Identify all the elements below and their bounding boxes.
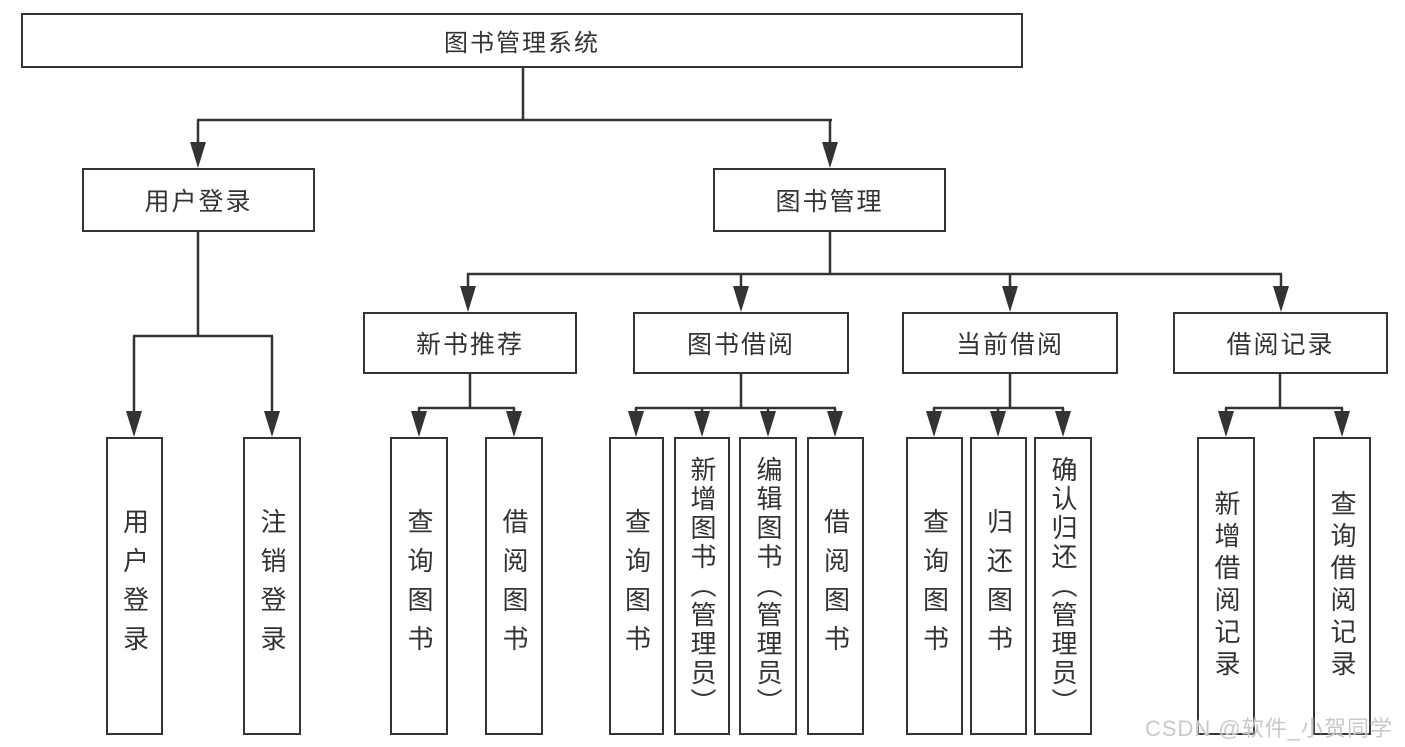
leaf-add-borrow-record: 新增借阅记录 [1197, 437, 1255, 735]
leaf-label: 确认归还（管理员） [1048, 455, 1078, 717]
leaf-label: 注销登录 [257, 508, 287, 664]
leaf-logout: 注销登录 [243, 437, 301, 735]
leaf-query-books-current: 查询图书 [906, 437, 963, 735]
leaf-return-books: 归还图书 [970, 437, 1027, 735]
node-book-management-label: 图书管理 [775, 188, 884, 216]
node-new-book-recommend-label: 新书推荐 [415, 331, 524, 359]
leaf-query-books-borrow: 查询图书 [609, 437, 664, 735]
leaf-label: 借阅图书 [499, 508, 529, 664]
node-book-borrow: 图书借阅 [633, 312, 849, 374]
node-user-login: 用户登录 [82, 168, 315, 232]
node-current-borrow: 当前借阅 [902, 312, 1118, 374]
leaf-label: 借阅图书 [820, 508, 851, 664]
leaf-borrow-books-recommend: 借阅图书 [485, 437, 543, 735]
node-current-borrow-label: 当前借阅 [955, 331, 1064, 359]
leaf-label: 用户登录 [119, 508, 150, 664]
node-user-login-label: 用户登录 [144, 188, 253, 216]
leaf-label: 查询借阅记录 [1327, 490, 1357, 682]
node-book-management: 图书管理 [713, 168, 946, 232]
node-borrow-records: 借阅记录 [1173, 312, 1388, 374]
leaf-edit-books-admin: 编辑图书（管理员） [739, 437, 797, 735]
node-root-label: 图书管理系统 [444, 30, 600, 57]
leaf-user-login: 用户登录 [106, 437, 163, 735]
leaf-confirm-return-admin: 确认归还（管理员） [1034, 437, 1092, 735]
node-borrow-records-label: 借阅记录 [1226, 331, 1335, 359]
leaf-label: 新增借阅记录 [1211, 490, 1241, 682]
leaf-label: 编辑图书（管理员） [753, 455, 783, 717]
leaf-query-borrow-record: 查询借阅记录 [1313, 437, 1371, 735]
leaf-borrow-books: 借阅图书 [807, 437, 864, 735]
leaf-label: 查询图书 [404, 508, 434, 664]
leaf-label: 新增图书（管理员） [687, 455, 717, 717]
node-book-borrow-label: 图书借阅 [686, 331, 795, 359]
leaf-label: 归还图书 [983, 508, 1014, 664]
node-root: 图书管理系统 [21, 13, 1023, 68]
node-new-book-recommend: 新书推荐 [363, 312, 577, 374]
leaf-label: 查询图书 [621, 508, 652, 664]
watermark: CSDN @软件_小贺同学 [1144, 716, 1393, 741]
leaf-add-books-admin: 新增图书（管理员） [674, 437, 730, 735]
leaf-query-books-recommend: 查询图书 [390, 437, 448, 735]
leaf-label: 查询图书 [919, 508, 950, 664]
